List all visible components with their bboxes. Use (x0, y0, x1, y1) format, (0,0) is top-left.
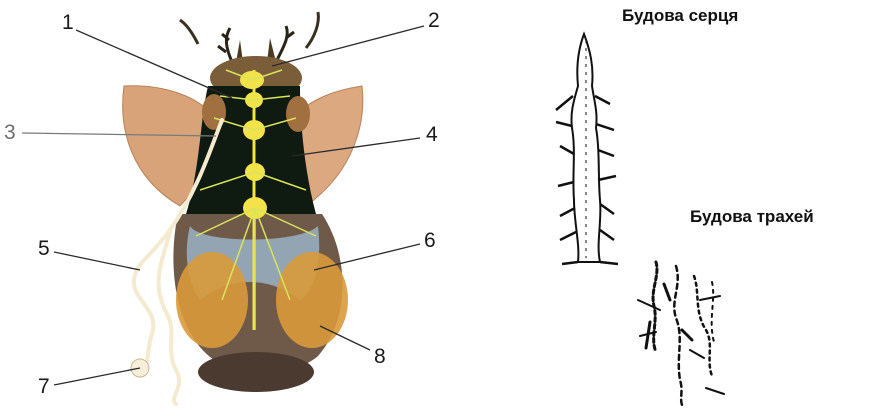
callout-number-8: 8 (374, 346, 386, 367)
callout-line-7 (54, 368, 140, 385)
callout-number-5: 5 (38, 238, 50, 259)
callout-number-1: 1 (62, 12, 74, 33)
callout-number-4: 4 (426, 124, 438, 145)
callout-line-2 (272, 26, 424, 66)
callout-number-3: 3 (4, 122, 16, 143)
heart-heading: Будова серця (622, 7, 738, 24)
callout-line-5 (54, 252, 140, 270)
heart-diagram (556, 34, 618, 264)
callout-number-7: 7 (38, 376, 50, 397)
trachea-heading: Будова трахей (690, 208, 814, 225)
callout-number-2: 2 (428, 10, 440, 31)
trachea-diagram (638, 262, 724, 408)
beetle-illustration (123, 12, 363, 404)
callout-number-6: 6 (424, 230, 436, 251)
